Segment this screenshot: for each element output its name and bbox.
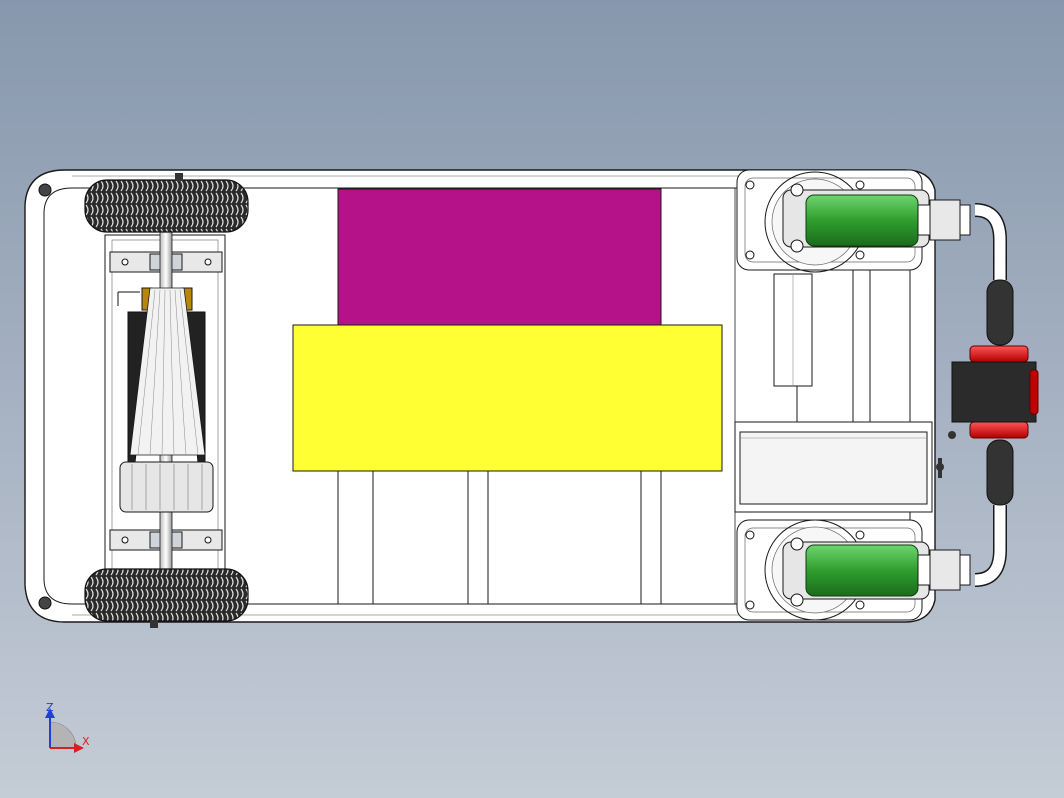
- drive-wheel-bottom[interactable]: [84, 568, 249, 628]
- caster-top-wheel: [805, 194, 919, 247]
- magenta-block[interactable]: [337, 188, 662, 327]
- z-axis-label: Z: [46, 701, 54, 714]
- caster-bottom-wheel: [805, 544, 919, 597]
- yellow-block[interactable]: [292, 324, 723, 472]
- caster-bottom[interactable]: [736, 519, 971, 621]
- drive-motor: [117, 287, 214, 513]
- front-subframe: [734, 270, 944, 513]
- tow-handle[interactable]: [948, 203, 1039, 587]
- drive-axle-assembly[interactable]: [84, 173, 249, 628]
- handle-grip-top: [986, 279, 1014, 346]
- handle-grip-bottom: [986, 439, 1014, 506]
- handle-head: [951, 361, 1037, 423]
- axis-triad: Z X: [45, 701, 90, 753]
- caster-top[interactable]: [736, 169, 971, 273]
- x-axis-label: X: [82, 735, 90, 748]
- drive-wheel-top[interactable]: [84, 173, 249, 233]
